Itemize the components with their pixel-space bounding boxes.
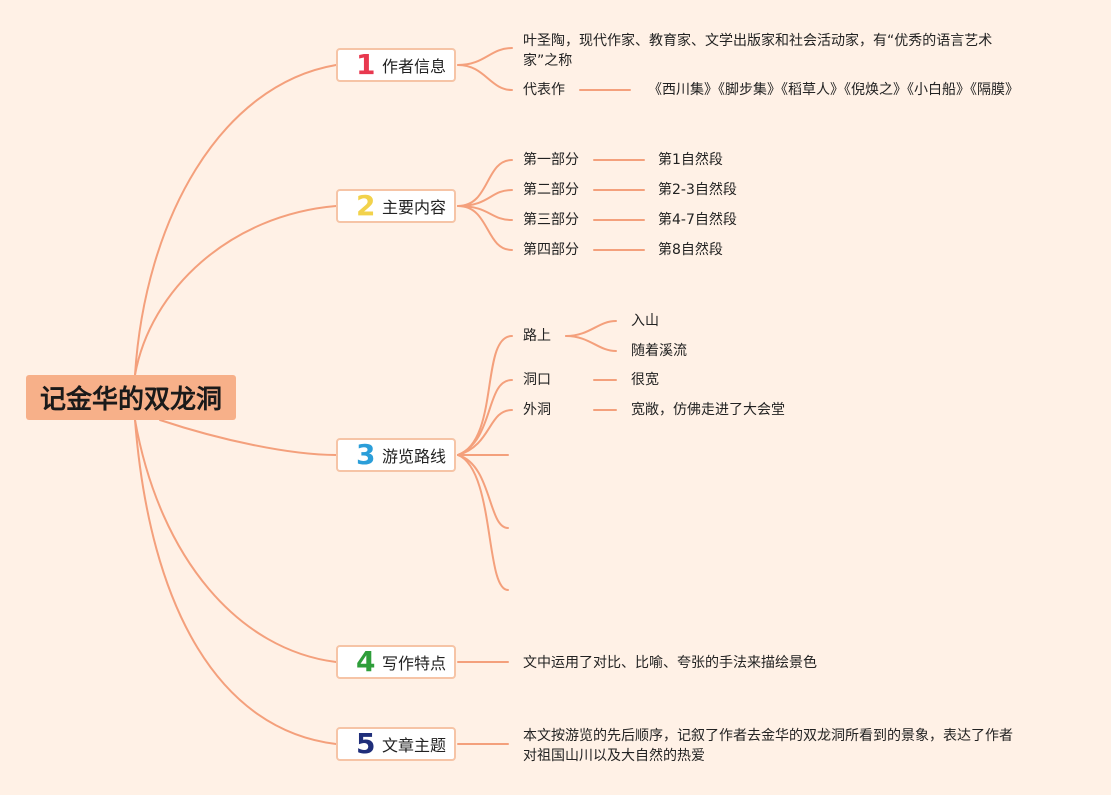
node-route-outer[interactable]: 外洞 (523, 402, 551, 418)
node-works-list[interactable]: 《西川集》《脚步集》《稻草人》《倪焕之》《小白船》《隔膜》 (648, 82, 1019, 98)
wire-route-empty-2 (457, 454, 509, 529)
node-theme-text[interactable]: 本文按游览的先后顺序，记叙了作者去金华的双龙洞所看到的景象，表达了作者对祖国山川… (523, 728, 1013, 764)
wire-root-to-branch-4 (134, 419, 337, 663)
wire-route-road (457, 335, 513, 456)
node-paras-3[interactable]: 第4-7自然段 (658, 212, 737, 228)
node-paras-4[interactable]: 第8自然段 (658, 242, 723, 258)
node-features-text[interactable]: 文中运用了对比、比喻、夸张的手法来描绘景色 (523, 655, 817, 671)
wire-content-1 (457, 159, 513, 207)
branch-label-tour-route: 游览路线 (382, 447, 447, 466)
node-part-3[interactable]: 第三部分 (523, 212, 579, 228)
wire-route-empty-3 (457, 454, 509, 591)
branch-number-1: 1 (356, 48, 376, 81)
wire-road-child-1 (565, 320, 617, 337)
node-road-child-1[interactable]: 入山 (631, 313, 659, 329)
node-route-mouth[interactable]: 洞口 (523, 372, 551, 388)
wire-root-to-branch-1 (134, 64, 337, 376)
wire-route-mouth (457, 379, 513, 456)
node-route-road[interactable]: 路上 (523, 328, 551, 344)
node-part-4[interactable]: 第四部分 (523, 242, 579, 258)
node-paras-1[interactable]: 第1自然段 (658, 152, 723, 168)
branch-article-theme[interactable]: 5 文章主题 (336, 727, 456, 761)
node-paras-2[interactable]: 第2-3自然段 (658, 182, 737, 198)
branch-label-article-theme: 文章主题 (382, 736, 447, 755)
wire-root-to-branch-3 (159, 419, 337, 456)
wire-author-intro (457, 47, 513, 66)
wire-author-works (457, 64, 513, 91)
node-works-label[interactable]: 代表作 (523, 82, 565, 98)
branch-label-writing-features: 写作特点 (382, 654, 447, 673)
wire-content-4 (457, 205, 513, 251)
root-title: 记金华的双龙洞 (39, 385, 222, 415)
wire-road-child-2 (565, 335, 617, 352)
node-part-1[interactable]: 第一部分 (523, 152, 579, 168)
node-road-child-2[interactable]: 随着溪流 (631, 343, 687, 359)
wire-route-outer (457, 409, 513, 456)
root-topic[interactable]: 记金华的双龙洞 (26, 375, 236, 420)
branch-tour-route[interactable]: 3 游览路线 (336, 438, 456, 472)
wire-root-to-branch-2 (134, 205, 337, 376)
branch-writing-features[interactable]: 4 写作特点 (336, 645, 456, 679)
branch-label-author-info: 作者信息 (382, 57, 447, 76)
branch-number-3: 3 (356, 438, 376, 471)
branch-label-main-content: 主要内容 (382, 198, 447, 217)
node-mouth-desc[interactable]: 很宽 (631, 372, 659, 388)
branch-author-info[interactable]: 1 作者信息 (336, 48, 456, 82)
node-part-2[interactable]: 第二部分 (523, 182, 579, 198)
wire-content-2 (457, 189, 513, 207)
node-author-intro[interactable]: 叶圣陶，现代作家、教育家、文学出版家和社会活动家，有“优秀的语言艺术家”之称 (523, 33, 993, 69)
branch-number-4: 4 (356, 645, 376, 678)
node-outer-desc[interactable]: 宽敞，仿佛走进了大会堂 (631, 402, 785, 418)
branch-number-2: 2 (356, 189, 376, 222)
branch-number-5: 5 (356, 727, 376, 760)
branch-main-content[interactable]: 2 主要内容 (336, 189, 456, 223)
wire-root-to-branch-5 (134, 419, 337, 745)
